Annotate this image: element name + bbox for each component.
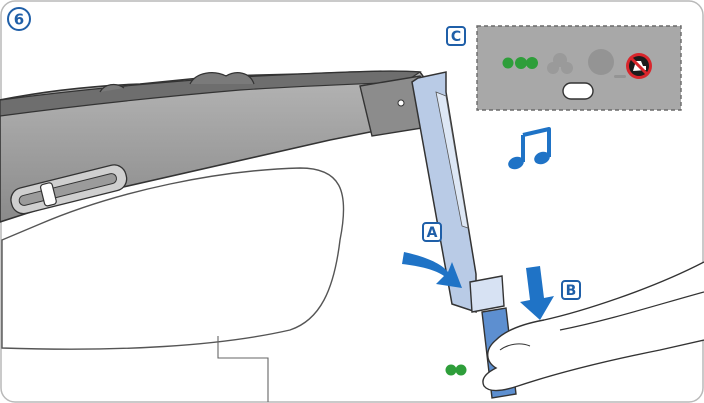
callout-c-label: C: [451, 29, 461, 45]
seat-position-icon: [547, 53, 573, 74]
indicator-panel: [476, 25, 682, 111]
indicator-lights-icon: [515, 57, 527, 69]
leg-highlight: [435, 91, 469, 229]
green-light-icon: [445, 364, 457, 376]
isofix-base: [0, 70, 431, 223]
hand: [482, 261, 704, 392]
callout-b: B: [561, 280, 581, 300]
callout-a-box: [422, 222, 442, 242]
callout-c: C: [446, 26, 466, 46]
hand-outline: [482, 261, 704, 392]
no-child-seat-warning-icon: [626, 53, 652, 79]
curved-arrow-icon: [402, 252, 462, 288]
callout-b-box: [561, 280, 581, 300]
callout-b-label: B: [566, 283, 577, 299]
green-light-icon: [455, 364, 467, 376]
vehicle-seat: [1, 167, 345, 402]
callout-a: A: [422, 222, 442, 242]
indicator-lights-icon: [526, 57, 538, 69]
base-top-bump: [99, 83, 125, 93]
arrow-a: [402, 252, 462, 288]
step-circle: [7, 7, 31, 31]
wrist-line: [559, 291, 704, 331]
sensor-indicator: [614, 75, 626, 78]
sensor-icon: [588, 49, 614, 75]
indicator-lights-icon: [502, 57, 514, 69]
step-number-badge: 6: [7, 7, 31, 31]
down-arrow-icon: [520, 266, 554, 320]
musical-note-icon: [508, 127, 551, 170]
callout-c-box: [446, 26, 466, 46]
connector-latch: [39, 182, 57, 207]
hinge-pin: [397, 99, 405, 107]
base-top-bump: [189, 72, 255, 85]
panel-button-icon: [562, 82, 594, 100]
finger-line: [499, 343, 531, 351]
leg-collar: [469, 275, 505, 313]
seat-cushion: [1, 167, 345, 350]
seat-frame-line: [217, 336, 269, 402]
leg-indicator-lights: [445, 364, 467, 376]
isofix-connector: [10, 164, 128, 215]
step-number: 6: [14, 11, 24, 29]
callout-a-label: A: [427, 225, 438, 241]
arrow-b: [520, 266, 554, 320]
